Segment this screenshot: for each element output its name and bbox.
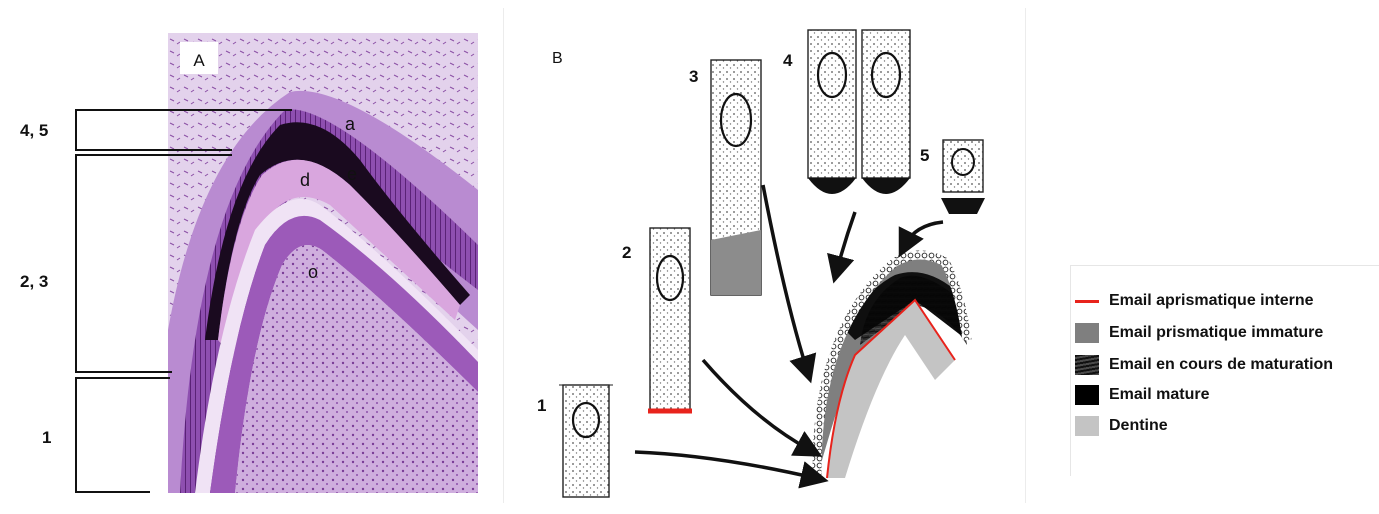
- cell-number-2: 2: [622, 243, 631, 262]
- tissue-label-e: e: [347, 164, 357, 184]
- panel-a-figure: A a e d o 4, 5 2, 3 1: [0, 0, 500, 509]
- tissue-label-o: o: [308, 262, 318, 282]
- divider-a-b: [503, 8, 504, 503]
- stage-label-2-3: 2, 3: [20, 272, 48, 291]
- ameloblast-cell-1: [559, 385, 613, 497]
- cell-number-4: 4: [783, 51, 793, 70]
- tissue-label-a: a: [345, 114, 356, 134]
- legend-item-aprismatic: Email aprismatique interne: [1075, 290, 1314, 312]
- legend: Email aprismatique interne Email prismat…: [1070, 265, 1379, 476]
- panel-b: B 1 2 3 4: [515, 0, 1030, 509]
- legend-swatch-mature: [1075, 385, 1099, 405]
- legend-item-mature: Email mature: [1075, 384, 1209, 406]
- tissue-label-d: d: [300, 170, 310, 190]
- ameloblast-cell-2: [648, 228, 692, 411]
- panel-b-letter: B: [552, 50, 563, 67]
- ameloblast-cell-3: [711, 60, 761, 295]
- legend-label-maturation: Email en cours de maturation: [1109, 356, 1333, 374]
- legend-label-dentine: Dentine: [1109, 417, 1168, 435]
- panel-a: A a e d o 4, 5 2, 3 1: [0, 0, 500, 509]
- legend-item-dentine: Dentine: [1075, 415, 1168, 437]
- legend-item-maturation: Email en cours de maturation: [1075, 354, 1333, 376]
- legend-swatch-aprismatic: [1075, 300, 1099, 303]
- legend-label-aprismatic: Email aprismatique interne: [1109, 292, 1314, 310]
- cell-number-1: 1: [537, 396, 546, 415]
- legend-swatch-maturation: [1075, 355, 1099, 375]
- panel-a-letter: A: [193, 51, 205, 70]
- panel-b-figure: B 1 2 3 4: [515, 0, 1030, 509]
- legend-label-immature: Email prismatique immature: [1109, 324, 1323, 342]
- stage-label-4-5: 4, 5: [20, 121, 48, 140]
- cell-number-3: 3: [689, 67, 698, 86]
- legend-item-immature: Email prismatique immature: [1075, 322, 1323, 344]
- ameloblast-cell-5: [941, 140, 985, 214]
- legend-label-mature: Email mature: [1109, 386, 1209, 404]
- stage-label-1: 1: [42, 428, 51, 447]
- divider-b-legend: [1025, 8, 1026, 503]
- cell-number-5: 5: [920, 146, 929, 165]
- legend-swatch-dentine: [1075, 416, 1099, 436]
- enamel-cusp-diagram: [817, 255, 967, 478]
- legend-swatch-immature: [1075, 323, 1099, 343]
- ameloblast-cell-4: [808, 30, 910, 194]
